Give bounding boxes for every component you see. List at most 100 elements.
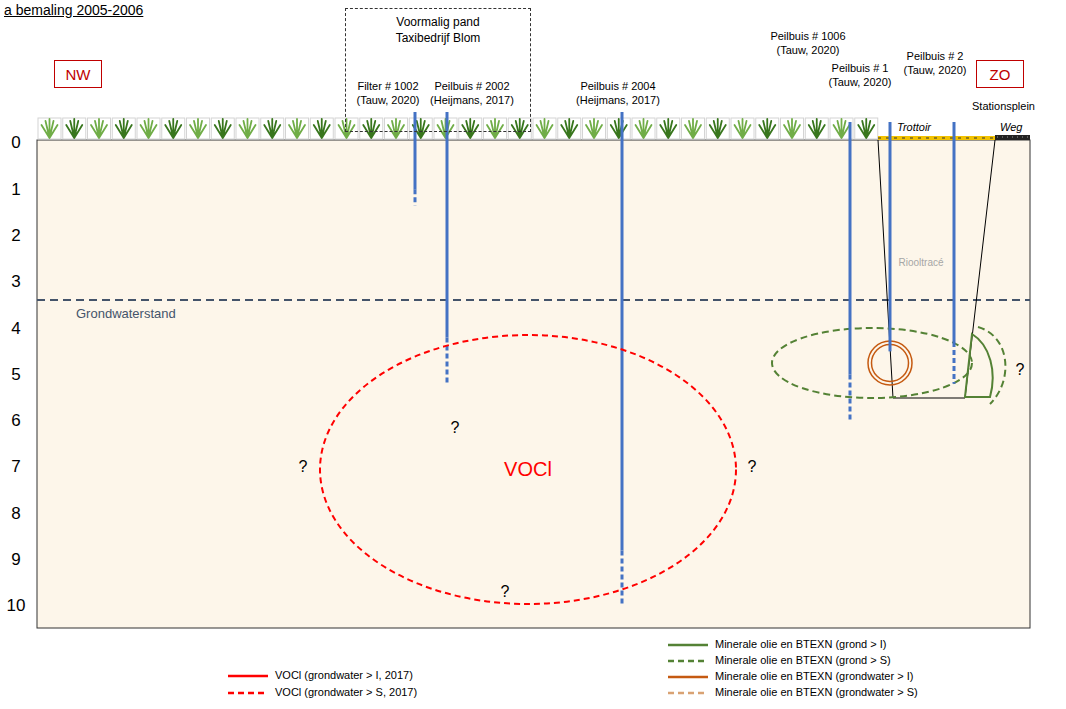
grass-tuft <box>289 119 305 138</box>
grass-tuft <box>759 119 775 138</box>
grass-tile <box>632 118 655 139</box>
grass-tuft <box>685 119 701 138</box>
surface-label: Weg <box>1000 121 1022 135</box>
legend-entry: Minerale olie en BTEXN (grond > I) <box>715 638 887 652</box>
well-label: Peilbuis # 1 (Tauw, 2020) <box>824 62 896 90</box>
depth-number: 2 <box>11 225 20 246</box>
legend-samples <box>228 645 708 693</box>
grass-tuft <box>858 119 874 138</box>
grass-tuft <box>363 119 379 138</box>
grass-tuft <box>190 119 206 138</box>
grass-strip <box>38 118 878 139</box>
grass-tile <box>756 118 779 139</box>
grass-tile <box>731 118 754 139</box>
well-label: Peilbuis # 2004 (Heijmans, 2017) <box>572 80 664 108</box>
grass-tile <box>508 118 531 139</box>
road-strip <box>995 135 1030 140</box>
grass-tile <box>360 118 383 139</box>
legend-entry: VOCl (grondwater > I, 2017) <box>275 669 413 683</box>
well-casing <box>414 112 417 189</box>
former-building-box: Voormalig pand Taxibedrijf Blom <box>345 8 531 132</box>
grass-tile <box>459 118 482 139</box>
grass-tuft <box>660 119 676 138</box>
road-specks <box>997 137 1030 138</box>
well-casing <box>953 122 956 342</box>
grass-tuft <box>388 119 404 138</box>
grass-tuft <box>314 119 330 138</box>
grass-tile <box>38 118 61 139</box>
direction-box: ZO <box>976 60 1024 88</box>
unknown-mark: ? <box>748 457 757 477</box>
grass-tile <box>162 118 185 139</box>
node-label: VOCl <box>504 458 552 481</box>
legend-sample <box>228 692 268 695</box>
grass-tile <box>583 118 606 139</box>
node-label: ZO <box>990 66 1011 83</box>
grass-tile <box>533 118 556 139</box>
grass-tuft <box>512 119 528 138</box>
grass-tile <box>657 118 680 139</box>
grass-tile <box>484 118 507 139</box>
well-label: Peilbuis # 2002 (Heijmans, 2017) <box>426 80 518 108</box>
grass-tile <box>706 118 729 139</box>
legend-sample <box>668 644 708 647</box>
grass-tile <box>607 118 630 139</box>
legend-entry: Minerale olie en BTEXN (grondwater > S) <box>715 686 918 700</box>
grass-tile <box>682 118 705 139</box>
grass-tile <box>805 118 828 139</box>
grass-tile <box>261 118 284 139</box>
grass-tile <box>286 118 309 139</box>
well-filter <box>849 375 852 421</box>
depth-number: 6 <box>11 410 20 431</box>
depth-number: 9 <box>11 549 20 570</box>
grass-tuft <box>809 119 825 138</box>
grass-tile <box>137 118 160 139</box>
surface-label: Trottoir <box>897 121 931 135</box>
legend-sample <box>668 660 708 663</box>
oil-contour-soil-s <box>978 327 1005 404</box>
grass-tile <box>187 118 210 139</box>
grass-tuft <box>636 119 652 138</box>
grass-tile <box>385 118 408 139</box>
well-casing <box>621 112 624 550</box>
grass-tuft <box>586 119 602 138</box>
grass-tuft <box>735 119 751 138</box>
legend-sample <box>668 692 708 695</box>
oil-contour-soil-i <box>965 334 993 397</box>
grass-tile <box>335 118 358 139</box>
grass-tuft <box>66 119 82 138</box>
contamination-ellipse: VOCl <box>318 333 738 606</box>
grass-tuft <box>264 119 280 138</box>
grass-tile <box>558 118 581 139</box>
well-casing <box>849 122 852 375</box>
well-filter <box>621 550 624 606</box>
grass-tuft <box>339 119 355 138</box>
grass-tuft <box>42 119 58 138</box>
monitoring-wells <box>415 112 954 606</box>
grass-tuft <box>462 119 478 138</box>
grass-tuft <box>215 119 231 138</box>
grass-tile <box>88 118 111 139</box>
grass-tile <box>781 118 804 139</box>
legend-sample <box>228 675 268 678</box>
legend-entry: VOCl (grondwater > S, 2017) <box>275 686 417 700</box>
grass-tuft <box>784 119 800 138</box>
depth-number: 7 <box>11 456 20 477</box>
soil-panel <box>37 140 1030 628</box>
grass-tile <box>63 118 86 139</box>
direction-box: NW <box>54 60 102 88</box>
grass-tuft <box>487 119 503 138</box>
trench-label: Riooltracé <box>898 257 943 270</box>
ellipse-outline <box>320 335 736 604</box>
well-label: Peilbuis # 2 (Tauw, 2020) <box>899 50 971 78</box>
grass-tile <box>211 118 234 139</box>
well-casing <box>889 122 892 351</box>
node-label: NW <box>66 66 91 83</box>
depth-number: 5 <box>11 364 20 385</box>
grass-tuft <box>611 119 627 138</box>
depth-number: 8 <box>11 503 20 524</box>
unknown-mark: ? <box>451 418 460 438</box>
well-casing <box>446 112 449 337</box>
